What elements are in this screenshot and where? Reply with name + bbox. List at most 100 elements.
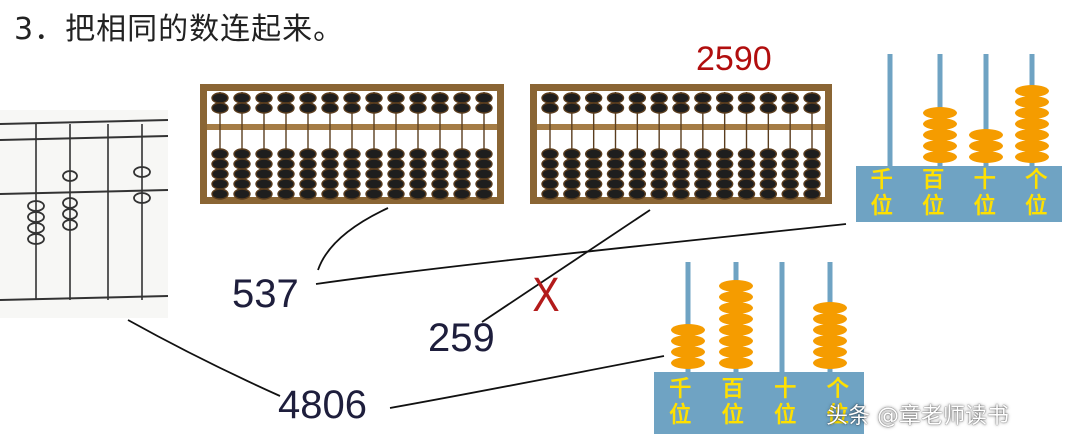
abacus-bead bbox=[321, 102, 339, 114]
abacus-bead bbox=[387, 92, 405, 104]
abacus-bead bbox=[737, 92, 756, 104]
abacus-bead bbox=[563, 168, 581, 180]
answer-note-2590: 2590 bbox=[696, 40, 772, 78]
abacus-bead bbox=[541, 102, 559, 114]
orange-bead bbox=[671, 324, 705, 336]
abacus-bead bbox=[233, 178, 251, 190]
abacus-bead bbox=[211, 148, 229, 160]
abacus-bead bbox=[321, 178, 339, 190]
orange-bead bbox=[671, 346, 705, 358]
abacus-bead bbox=[365, 92, 383, 104]
abacus-bead bbox=[759, 158, 778, 170]
place-value-box-1: 千位 百位 十位 个位 bbox=[856, 166, 1062, 222]
abacus-bead bbox=[409, 188, 427, 200]
orange-bead bbox=[719, 302, 753, 314]
abacus-bead bbox=[759, 102, 778, 114]
abacus-bead bbox=[211, 158, 229, 170]
suanpan-abacus-1 bbox=[200, 84, 504, 204]
orange-bead bbox=[813, 335, 847, 347]
suanpan-abacus-2 bbox=[530, 84, 832, 204]
abacus-bead bbox=[737, 178, 756, 190]
abacus-bead bbox=[277, 168, 295, 180]
wrong-mark: X bbox=[532, 269, 560, 322]
number-4806: 4806 bbox=[278, 383, 367, 427]
bead-abacus-2 bbox=[671, 262, 847, 372]
abacus-bead bbox=[343, 178, 361, 190]
abacus-bead bbox=[321, 148, 339, 160]
abacus-bead bbox=[606, 158, 625, 170]
abacus-bead bbox=[672, 102, 690, 114]
abacus-bead bbox=[277, 158, 295, 170]
abacus-bead bbox=[584, 92, 603, 104]
abacus-bead bbox=[211, 168, 229, 180]
abacus-bead bbox=[299, 168, 317, 180]
abacus-bead bbox=[584, 158, 603, 170]
abacus-bead bbox=[211, 178, 229, 190]
watermark: 头条 @章老师读书 bbox=[826, 404, 1009, 429]
orange-bead bbox=[923, 129, 957, 141]
abacus-bead bbox=[299, 92, 317, 104]
abacus-bead bbox=[475, 178, 493, 190]
abacus-bead bbox=[584, 188, 603, 200]
abacus-bead bbox=[606, 188, 625, 200]
abacus-bead bbox=[277, 148, 295, 160]
abacus-bead bbox=[803, 158, 821, 170]
abacus-bead bbox=[409, 158, 427, 170]
abacus-bead bbox=[255, 178, 273, 190]
abacus-bead bbox=[694, 158, 712, 170]
orange-bead bbox=[813, 302, 847, 314]
place-label-tens-2: 十位 bbox=[774, 377, 797, 428]
abacus-bead bbox=[431, 178, 449, 190]
abacus-bead bbox=[715, 178, 734, 190]
abacus-bead bbox=[606, 178, 625, 190]
abacus-bead bbox=[672, 158, 690, 170]
abacus-bead bbox=[541, 188, 559, 200]
orange-bead bbox=[1015, 85, 1049, 97]
place-value-box-2: 千位 百位 十位 个位 bbox=[654, 372, 864, 434]
abacus-bead bbox=[255, 102, 273, 114]
abacus-bead bbox=[321, 158, 339, 170]
abacus-bead bbox=[781, 178, 799, 190]
abacus-bead bbox=[321, 168, 339, 180]
abacus-bead bbox=[453, 178, 471, 190]
orange-bead bbox=[923, 118, 957, 130]
abacus-bead bbox=[233, 158, 251, 170]
abacus-bead bbox=[409, 148, 427, 160]
abacus-bead bbox=[343, 168, 361, 180]
orange-bead bbox=[1015, 96, 1049, 108]
abacus-bead bbox=[584, 168, 603, 180]
abacus-bead bbox=[694, 188, 712, 200]
abacus-bead bbox=[387, 158, 405, 170]
abacus-bead bbox=[343, 148, 361, 160]
abacus-bead bbox=[409, 92, 427, 104]
abacus-bead bbox=[277, 102, 295, 114]
abacus-bead bbox=[563, 148, 581, 160]
abacus-bead bbox=[431, 102, 449, 114]
abacus-bead bbox=[781, 188, 799, 200]
abacus-bead bbox=[475, 148, 493, 160]
question-title: 3．把相同的数连起来。 bbox=[14, 12, 345, 47]
abacus-bead bbox=[650, 158, 668, 170]
abacus-bead bbox=[409, 168, 427, 180]
abacus-bead bbox=[431, 188, 449, 200]
abacus-bead bbox=[759, 148, 778, 160]
orange-bead bbox=[923, 140, 957, 152]
abacus-bead bbox=[584, 178, 603, 190]
abacus-bead bbox=[672, 92, 690, 104]
abacus-bead bbox=[365, 178, 383, 190]
abacus-bead bbox=[650, 188, 668, 200]
orange-bead bbox=[719, 357, 753, 369]
abacus-bead bbox=[606, 168, 625, 180]
orange-bead bbox=[813, 313, 847, 325]
abacus-bead bbox=[803, 178, 821, 190]
abacus-bead bbox=[365, 148, 383, 160]
abacus-bead bbox=[277, 188, 295, 200]
abacus-bead bbox=[781, 158, 799, 170]
abacus-bead bbox=[365, 102, 383, 114]
abacus-bead bbox=[211, 102, 229, 114]
abacus-bead bbox=[299, 158, 317, 170]
abacus-bead bbox=[255, 92, 273, 104]
abacus-bead bbox=[431, 168, 449, 180]
number-259: 259 bbox=[428, 316, 495, 360]
